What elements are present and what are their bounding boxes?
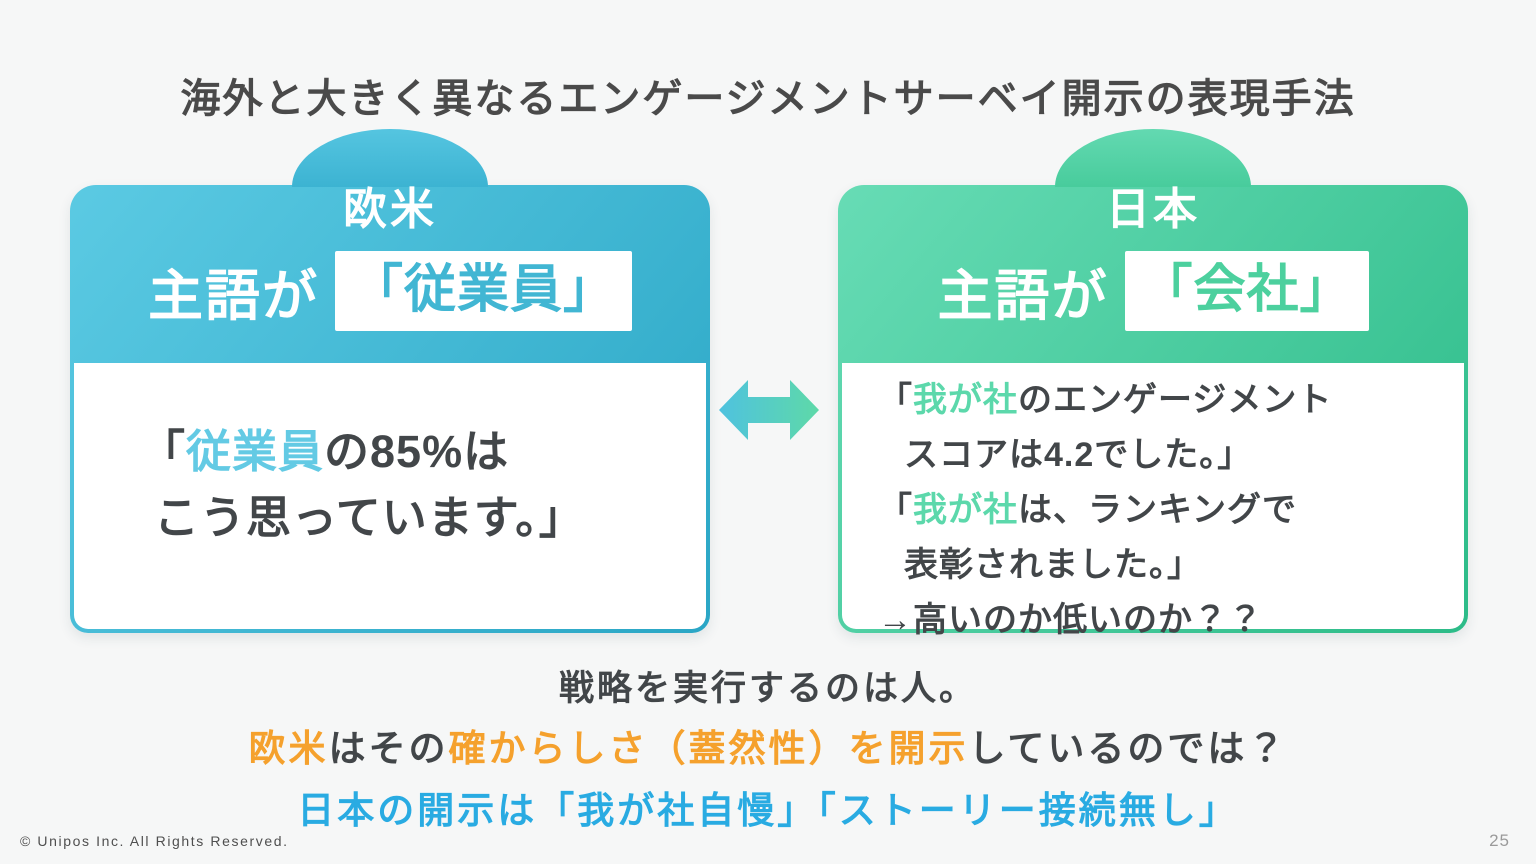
card-western: 欧米 主語が 「従業員」 「従業員の85%は こう思っています。」 [70, 129, 710, 633]
card-western-tab-label: 欧米 [343, 185, 437, 234]
card-western-header: 主語が 「従業員」 [70, 185, 710, 363]
card-japan-body-line5: →高いのか低いのか？？ [878, 601, 1263, 639]
card-western-header-highlight-box: 「従業員」 [335, 251, 633, 331]
card-japan-body-highlight2: 我が社 [913, 491, 1018, 529]
card-japan-body-line1: 「我が社のエンゲージメント [878, 373, 1464, 428]
card-western-body-line2: こう思っています。」 [154, 492, 585, 543]
conclusion-line2-seg3: 確からしさ（蓋然性）を開示 [448, 728, 969, 769]
slide-title: 海外と大きく異なるエンゲージメントサーベイ開示の表現手法 [180, 77, 1356, 121]
conclusion-line2-seg4: しているのでは？ [968, 728, 1288, 769]
conclusion-line2-seg2: はその [328, 728, 449, 769]
open-quote: 「 [878, 381, 913, 419]
open-quote: 「 [140, 426, 187, 477]
copyright-text: © Unipos Inc. All Rights Reserved. [20, 833, 289, 849]
card-western-header-prefix: 主語が [147, 265, 319, 327]
card-western-body-line1: 「従業員の85%は [140, 419, 706, 485]
card-japan-body-line3-rest: は、ランキングで [1018, 491, 1297, 529]
card-western-body: 「従業員の85%は こう思っています。」 [74, 363, 706, 629]
card-japan-body-highlight1: 我が社 [913, 381, 1018, 419]
card-japan-header-highlight-box: 「会社」 [1124, 251, 1369, 331]
conclusion-line2-seg1: 欧米 [248, 728, 329, 769]
card-japan-body-line2: スコアは4.2でした。」 [904, 436, 1253, 474]
card-japan-header-highlight: 「会社」 [1140, 261, 1353, 320]
card-japan: 日本 主語が 「会社」 「我が社のエンゲージメント スコアは4.2でした。」 「… [838, 129, 1468, 639]
card-western-body-highlight: 従業員 [186, 426, 325, 477]
conclusion-line1: 戦略を実行するのは人。 [558, 669, 977, 708]
open-quote: 「 [878, 491, 913, 529]
card-japan-body-line4: 表彰されました。」 [904, 546, 1202, 584]
card-western-header-highlight: 「従業員」 [351, 261, 617, 320]
card-western-body-line1-rest: の85%は [324, 426, 510, 477]
card-japan-body: 「我が社のエンゲージメント スコアは4.2でした。」 「我が社は、ランキングで … [842, 363, 1464, 639]
bidirectional-arrow-icon [719, 380, 819, 440]
card-japan-header: 主語が 「会社」 [838, 185, 1468, 363]
card-japan-tab-label: 日本 [1106, 185, 1200, 234]
card-japan-body-line3: 「我が社は、ランキングで [878, 483, 1464, 538]
card-japan-body-line1-rest: のエンゲージメント [1018, 381, 1333, 419]
conclusion-line3: 日本の開示は「我が社自慢」「ストーリー接続無し」 [297, 790, 1239, 831]
conclusion-block: 戦略を実行するのは人。 欧米はその確からしさ（蓋然性）を開示しているのでは？ 日… [0, 660, 1536, 834]
page-number: 25 [1489, 831, 1510, 850]
card-japan-header-prefix: 主語が [937, 265, 1109, 327]
conclusion-line2: 欧米はその確からしさ（蓋然性）を開示しているのでは？ [0, 718, 1536, 772]
